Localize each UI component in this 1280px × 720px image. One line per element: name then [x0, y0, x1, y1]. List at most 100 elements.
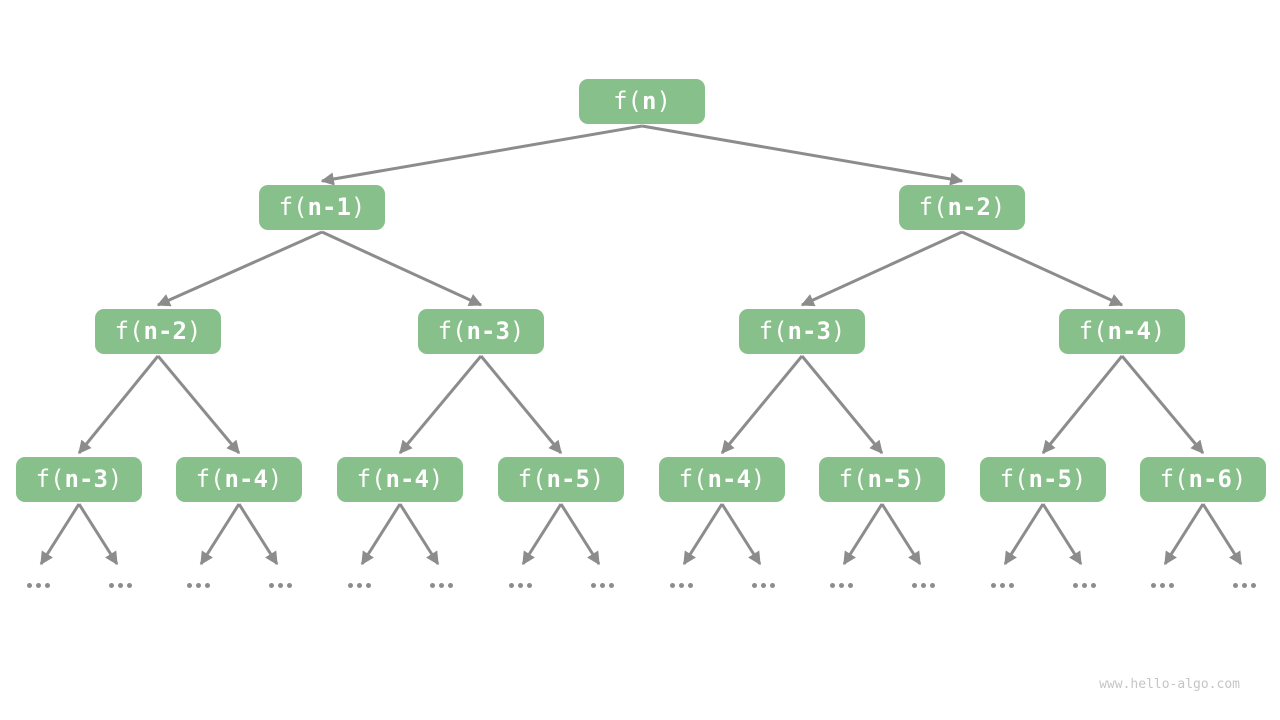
tree-node: f(n-1)	[259, 185, 385, 230]
node-label-argument: n-4	[224, 464, 268, 493]
edge-arrow	[77, 503, 119, 566]
edge-arrow	[321, 230, 483, 307]
edge-arrow	[398, 503, 440, 566]
tree-node: f(n)	[579, 79, 705, 124]
node-label-prefix: f(	[613, 86, 642, 115]
edge-arrow	[1003, 503, 1045, 566]
node-label-argument: n-4	[707, 464, 751, 493]
node-label-suffix: )	[267, 464, 283, 493]
edge-arrow	[237, 503, 279, 566]
node-label-argument: n-2	[947, 192, 991, 221]
ellipsis-dot	[108, 582, 114, 588]
tree-node: f(n-4)	[659, 457, 785, 502]
ellipsis-dot	[186, 582, 192, 588]
ellipsis	[429, 582, 453, 588]
ellipsis	[829, 582, 853, 588]
node-label-argument: n-4	[385, 464, 429, 493]
node-label-suffix: )	[350, 192, 366, 221]
ellipsis-dot	[1168, 582, 1174, 588]
edge-arrow	[156, 355, 241, 455]
ellipsis-dot	[286, 582, 292, 588]
ellipsis	[26, 582, 50, 588]
ellipsis-dot	[1159, 582, 1165, 588]
edge-arrow	[77, 355, 160, 455]
node-label-argument: n-5	[546, 464, 590, 493]
tree-node: f(n-3)	[16, 457, 142, 502]
tree-node: f(n-5)	[980, 457, 1106, 502]
ellipsis	[669, 582, 693, 588]
node-label-suffix: )	[1071, 464, 1087, 493]
tree-node: f(n-4)	[176, 457, 302, 502]
ellipsis	[268, 582, 292, 588]
ellipsis-dot	[847, 582, 853, 588]
edge-arrow	[479, 355, 563, 455]
ellipsis-dot	[204, 582, 210, 588]
edge-arrow	[559, 503, 601, 566]
ellipsis-dot	[517, 582, 523, 588]
node-label-prefix: f(	[1159, 464, 1189, 493]
node-label-suffix: )	[509, 316, 525, 345]
tree-node: f(n-6)	[1140, 457, 1266, 502]
edge-arrow	[398, 355, 483, 455]
edge-arrow	[1041, 503, 1083, 566]
ellipsis-dot	[438, 582, 444, 588]
edge-arrow	[682, 503, 724, 566]
ellipsis-dot	[1241, 582, 1247, 588]
node-label-argument: n-5	[867, 464, 911, 493]
node-label-argument: n-5	[1028, 464, 1072, 493]
ellipsis-dot	[508, 582, 514, 588]
ellipsis-dot	[760, 582, 766, 588]
edge-arrow	[1120, 355, 1205, 455]
ellipsis-dot	[1090, 582, 1096, 588]
edge-arrow	[1041, 355, 1124, 455]
ellipsis-dot	[678, 582, 684, 588]
edge-arrow	[320, 124, 643, 186]
ellipsis-dot	[26, 582, 32, 588]
node-label-prefix: f(	[517, 464, 547, 493]
ellipsis-dot	[687, 582, 693, 588]
edge-arrow	[961, 230, 1124, 307]
ellipsis-dot	[35, 582, 41, 588]
ellipsis-dot	[838, 582, 844, 588]
node-label-prefix: f(	[999, 464, 1029, 493]
node-label-argument: n	[642, 86, 657, 115]
tree-node: f(n-2)	[899, 185, 1025, 230]
edge-arrow	[800, 230, 963, 307]
ellipsis	[911, 582, 935, 588]
edge-arrow	[39, 503, 81, 566]
ellipsis	[186, 582, 210, 588]
tree-node: f(n-3)	[739, 309, 865, 354]
ellipsis-dot	[1008, 582, 1014, 588]
node-label-argument: n-3	[787, 316, 831, 345]
edge-arrow	[800, 355, 884, 455]
edge-arrow	[521, 503, 563, 566]
node-label-prefix: f(	[356, 464, 386, 493]
edge-arrow	[156, 230, 323, 307]
node-label-prefix: f(	[278, 192, 308, 221]
ellipsis	[1232, 582, 1256, 588]
ellipsis-dot	[365, 582, 371, 588]
ellipsis-dot	[1072, 582, 1078, 588]
edge-arrow	[720, 355, 804, 455]
ellipsis	[990, 582, 1014, 588]
edge-lines-group	[39, 124, 1243, 566]
ellipsis-dot	[268, 582, 274, 588]
edge-arrow	[720, 503, 762, 566]
node-label-argument: n-3	[64, 464, 108, 493]
ellipsis-dot	[829, 582, 835, 588]
ellipsis-dot	[608, 582, 614, 588]
ellipsis	[508, 582, 532, 588]
edge-arrow	[1163, 503, 1205, 566]
ellipsis-dot	[1081, 582, 1087, 588]
node-label-prefix: f(	[678, 464, 708, 493]
node-label-prefix: f(	[114, 316, 144, 345]
node-label-prefix: f(	[35, 464, 65, 493]
ellipsis-dot	[911, 582, 917, 588]
ellipsis-dot	[195, 582, 201, 588]
node-label-prefix: f(	[437, 316, 467, 345]
edge-arrow	[1201, 503, 1243, 566]
node-label-prefix: f(	[918, 192, 948, 221]
ellipsis-dot	[447, 582, 453, 588]
node-label-argument: n-1	[307, 192, 351, 221]
